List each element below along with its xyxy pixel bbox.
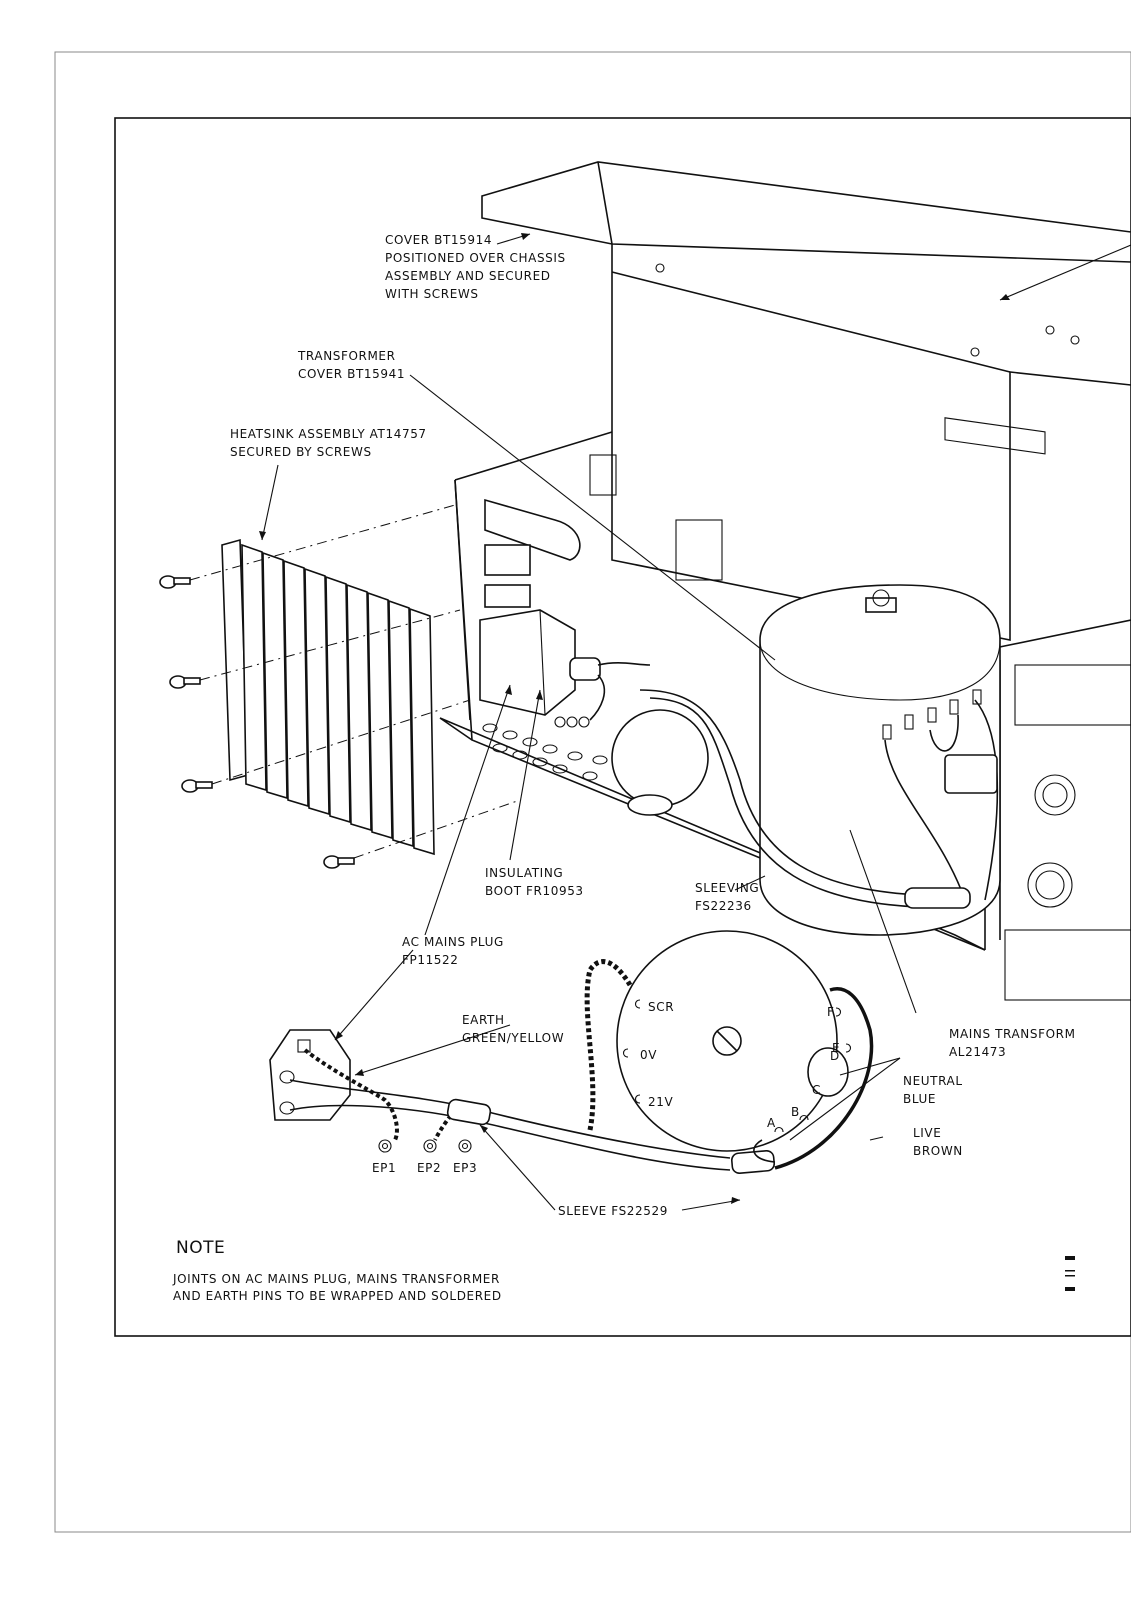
heatsink-drawing — [159, 504, 521, 869]
boot-drawing — [479, 498, 651, 728]
transformer-cover-label-line1: TRANSFORMER — [297, 349, 396, 363]
ac-mains-plug-label-line1: AC MAINS PLUG — [402, 935, 504, 949]
cover-drawing — [481, 161, 1131, 641]
sleeving-label-line1: SLEEVING — [695, 881, 759, 895]
wiring-detail — [269, 930, 874, 1175]
mains-transformer-label-line1: MAINS TRANSFORM — [949, 1027, 1076, 1041]
earth-pin-ep1-label: EP1 — [372, 1161, 396, 1175]
leader-lines — [261, 233, 1131, 1211]
page-border — [54, 51, 1131, 1533]
leader-arrowheads — [259, 233, 1010, 1204]
cover-label-line2: POSITIONED OVER CHASSIS — [385, 251, 566, 265]
heatsink-label-line1: HEATSINK ASSEMBLY AT14757 — [230, 427, 427, 441]
sleeve-label: SLEEVE FS22529 — [558, 1204, 668, 1218]
cover-label-line1: COVER BT15914 — [385, 233, 492, 247]
neutral-label-line2: BLUE — [903, 1092, 936, 1106]
labels: COVER BT15914 POSITIONED OVER CHASSIS AS… — [230, 233, 1076, 1218]
earth-label-line1: EARTH — [462, 1013, 505, 1027]
earth-pin-ep2-label: EP2 — [417, 1161, 441, 1175]
terminal-b-label: B — [791, 1105, 800, 1119]
note-line-2: AND EARTH PINS TO BE WRAPPED AND SOLDERE… — [173, 1289, 502, 1303]
insulating-boot-label-line1: INSULATING — [485, 866, 563, 880]
margin-marks — [1065, 1256, 1075, 1291]
cover-label-line4: WITH SCREWS — [385, 287, 479, 301]
note-title: NOTE — [176, 1238, 225, 1258]
terminal-f-label: F — [827, 1005, 835, 1019]
earth-label-line2: GREEN/YELLOW — [462, 1031, 564, 1045]
earth-pin-ep3-label: EP3 — [453, 1161, 477, 1175]
ac-mains-plug-label-line2: FP11522 — [402, 953, 459, 967]
terminal-d-label: D — [830, 1049, 840, 1063]
live-label-line2: BROWN — [913, 1144, 963, 1158]
terminal-e-label: E — [832, 1041, 840, 1055]
note-block: NOTE JOINTS ON AC MAINS PLUG, MAINS TRAN… — [172, 1238, 502, 1303]
insulating-boot-label-line2: BOOT FR10953 — [485, 884, 584, 898]
heatsink-label-line2: SECURED BY SCREWS — [230, 445, 372, 459]
terminal-a-label: A — [767, 1116, 776, 1130]
terminal-21v-label: 21V — [648, 1095, 673, 1109]
terminal-scr-label: SCR — [648, 1000, 674, 1014]
transformer-drawing — [611, 584, 1001, 936]
drawing-frame — [114, 117, 1131, 1337]
neutral-label-line1: NEUTRAL — [903, 1074, 963, 1088]
cover-label-line3: ASSEMBLY AND SECURED — [385, 269, 551, 283]
terminal-0v-label: 0V — [640, 1048, 657, 1062]
transformer-cover-label-line2: COVER BT15941 — [298, 367, 405, 381]
sleeving-label-line2: FS22236 — [695, 899, 752, 913]
live-label-line1: LIVE — [913, 1126, 941, 1140]
mains-transformer-label-line2: AL21473 — [949, 1045, 1006, 1059]
note-line-1: JOINTS ON AC MAINS PLUG, MAINS TRANSFORM… — [172, 1272, 500, 1286]
terminal-c-label: C — [812, 1083, 821, 1097]
